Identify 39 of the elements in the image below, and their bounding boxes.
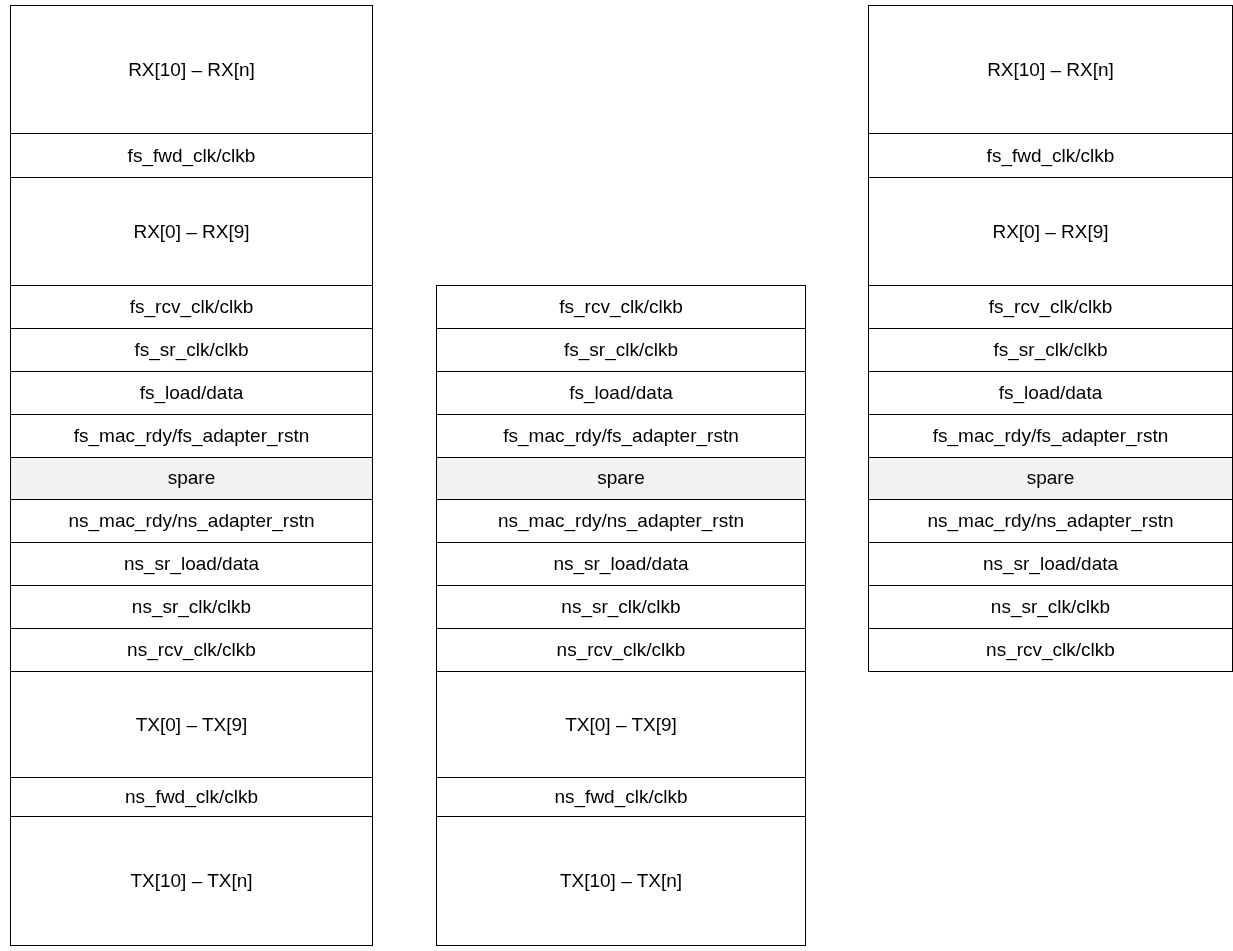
signal-box: ns_sr_load/data xyxy=(10,542,373,587)
signal-box: fs_sr_clk/clkb xyxy=(868,327,1233,372)
signal-box: ns_rcv_clk/clkb xyxy=(10,628,373,672)
signal-box: fs_load/data xyxy=(10,370,373,415)
signal-box: RX[0] – RX[9] xyxy=(868,177,1233,286)
signal-box: ns_mac_rdy/ns_adapter_rstn xyxy=(868,499,1233,544)
signal-box: RX[10] – RX[n] xyxy=(868,5,1233,134)
signal-box: ns_mac_rdy/ns_adapter_rstn xyxy=(10,499,373,544)
signal-box: fs_fwd_clk/clkb xyxy=(10,133,373,178)
signal-box: ns_sr_load/data xyxy=(868,542,1233,587)
signal-box: fs_fwd_clk/clkb xyxy=(868,133,1233,178)
signal-box: spare xyxy=(868,456,1233,501)
signal-box: ns_sr_clk/clkb xyxy=(868,585,1233,630)
signal-box: ns_rcv_clk/clkb xyxy=(868,628,1233,672)
signal-box: spare xyxy=(436,456,806,501)
signal-box: TX[0] – TX[9] xyxy=(436,671,806,778)
signal-box: RX[0] – RX[9] xyxy=(10,177,373,286)
signal-box: ns_sr_load/data xyxy=(436,542,806,587)
signal-box: TX[0] – TX[9] xyxy=(10,671,373,778)
signal-box: fs_rcv_clk/clkb xyxy=(868,285,1233,329)
signal-box: fs_sr_clk/clkb xyxy=(436,327,806,372)
signal-box: TX[10] – TX[n] xyxy=(10,816,373,946)
signal-box: ns_sr_clk/clkb xyxy=(436,585,806,630)
signal-box: fs_mac_rdy/fs_adapter_rstn xyxy=(436,413,806,458)
signal-box: fs_load/data xyxy=(436,370,806,415)
signal-box: ns_sr_clk/clkb xyxy=(10,585,373,630)
signal-box: TX[10] – TX[n] xyxy=(436,816,806,946)
signal-box: ns_rcv_clk/clkb xyxy=(436,628,806,672)
signal-box: fs_mac_rdy/fs_adapter_rstn xyxy=(868,413,1233,458)
signal-box: fs_rcv_clk/clkb xyxy=(10,285,373,329)
signal-box: fs_mac_rdy/fs_adapter_rstn xyxy=(10,413,373,458)
signal-box: ns_fwd_clk/clkb xyxy=(436,777,806,817)
signal-box: ns_mac_rdy/ns_adapter_rstn xyxy=(436,499,806,544)
signal-box: fs_rcv_clk/clkb xyxy=(436,285,806,329)
signal-box: ns_fwd_clk/clkb xyxy=(10,777,373,817)
signal-box: RX[10] – RX[n] xyxy=(10,5,373,134)
signal-box: fs_load/data xyxy=(868,370,1233,415)
signal-box: spare xyxy=(10,456,373,501)
signal-box: fs_sr_clk/clkb xyxy=(10,327,373,372)
